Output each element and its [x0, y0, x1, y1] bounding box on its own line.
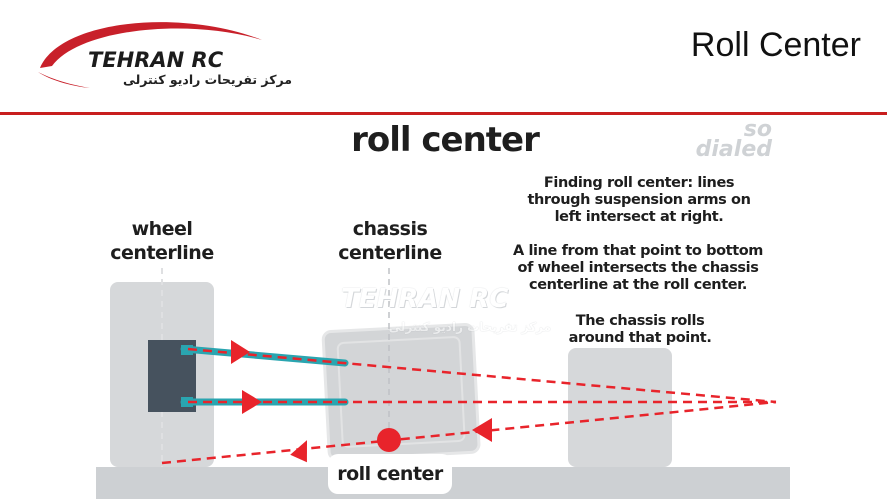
chassis-centerline-label: chassis centerline [338, 218, 442, 264]
note-finding-roll-center: Finding roll center: lines through suspe… [527, 175, 751, 225]
logo-subtitle: مرکز تفریحات رادیو کنترلی [122, 72, 292, 87]
tehran-rc-logo: TEHRAN RC مرکز تفریحات رادیو کنترلی [30, 10, 292, 100]
wheel-bottom-line [161, 400, 777, 465]
upper-arm-extension [187, 347, 777, 404]
roll-center-label: roll center [328, 454, 452, 494]
header-divider [0, 112, 887, 115]
header-bar: TEHRAN RC مرکز تفریحات رادیو کنترلی Roll… [0, 0, 887, 112]
note-line-to-wheel-bottom: A line from that point to bottom of whee… [512, 243, 764, 293]
arrow-head [472, 418, 492, 442]
so-dialed-logo: so dialed [695, 117, 772, 162]
page-title: Roll Center [690, 26, 861, 64]
arrow-head [231, 340, 250, 364]
roll-center-point [377, 428, 401, 452]
logo-swoosh-icon [38, 22, 262, 88]
logo-text: TEHRAN RC [88, 48, 224, 72]
right-wheel [568, 348, 672, 467]
note-chassis-rolls: The chassis rolls around that point. [568, 313, 712, 346]
diagram-title: roll center [351, 120, 540, 160]
arrow-head [242, 390, 262, 414]
wheel-centerline-label: wheel centerline [110, 218, 214, 264]
arrow-head [290, 440, 308, 463]
